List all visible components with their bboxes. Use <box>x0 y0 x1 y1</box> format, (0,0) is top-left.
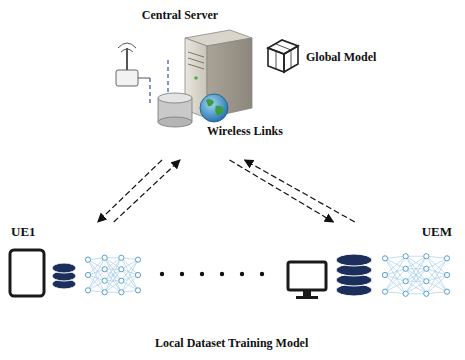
device-node: UEM <box>280 222 458 304</box>
wireless-link-arrow <box>245 160 355 222</box>
monitor-icon <box>288 262 326 299</box>
device-label: UEM <box>286 224 452 240</box>
ellipsis-dots <box>160 272 264 276</box>
server-label: Central Server <box>111 8 249 23</box>
device-label: UE1 <box>11 224 144 240</box>
database-icon <box>336 254 372 296</box>
database-icon <box>158 93 192 127</box>
wireless-link-arrow <box>98 160 162 222</box>
neural-net <box>85 254 449 297</box>
cube-icon <box>268 40 298 72</box>
database-icon <box>52 263 76 289</box>
wireless-link-arrow <box>114 160 180 222</box>
wireless-link-arrow <box>230 160 334 222</box>
tablet-icon <box>10 250 44 296</box>
diagram-label: Global Model <box>304 50 378 65</box>
diagram-label: Wireless Links <box>205 124 285 139</box>
globe-icon <box>200 94 228 122</box>
caption: Local Dataset Training Model <box>153 336 310 351</box>
device-node: UE1 <box>5 222 150 304</box>
